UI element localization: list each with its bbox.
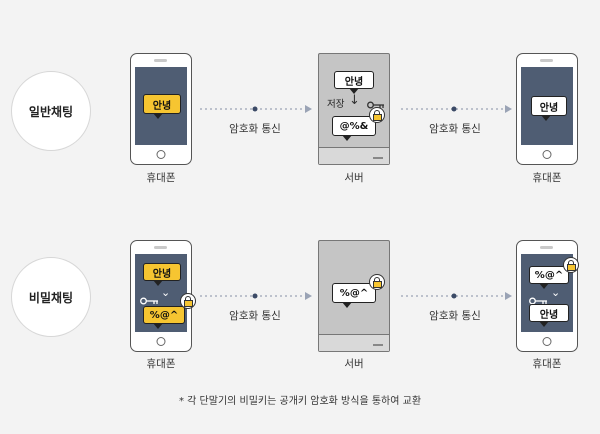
row2-arrow-left	[200, 292, 312, 300]
phone-speaker	[154, 59, 167, 62]
check-icon: ⌄	[551, 286, 561, 299]
receiver-label: 휴대폰	[532, 172, 562, 184]
down-arrow-icon: ↓	[349, 93, 360, 108]
cipher-bubble: @%&	[332, 116, 376, 141]
check-icon: ⌄	[161, 286, 171, 299]
row-title-text: 일반채팅	[28, 104, 74, 119]
row1-arrow-right	[401, 105, 512, 113]
sender-phone: 안녕	[130, 53, 192, 165]
plain-bubble: 안녕	[529, 304, 569, 327]
secret-chat-title: 비밀채팅	[11, 257, 91, 337]
row1-arrow-left	[200, 105, 312, 113]
server-led	[373, 157, 383, 159]
sender-label: 휴대폰	[146, 172, 176, 184]
link-label-2: 암호화 통신	[429, 123, 481, 135]
phone-speaker	[540, 246, 553, 249]
plain-bubble: 안녕	[143, 263, 181, 286]
home-button	[542, 150, 552, 159]
phone-screen: 안녕	[135, 67, 187, 145]
bubble-text: 안녕	[152, 100, 172, 112]
lock-icon	[369, 107, 385, 123]
plain-bubble: 안녕	[334, 71, 374, 94]
bubble-text: 안녕	[539, 309, 559, 321]
normal-chat-title: 일반채팅	[11, 71, 91, 151]
server-base	[319, 334, 389, 351]
receiver-phone: 안녕	[516, 53, 578, 165]
bubble-text: 안녕	[344, 76, 364, 88]
key-icon	[140, 290, 160, 305]
bubble-text: %@^	[149, 309, 179, 321]
receiver-label: 휴대폰	[532, 358, 562, 370]
bubble-text: @%&	[339, 120, 369, 132]
row2-arrow-right	[401, 292, 512, 300]
home-button	[156, 150, 166, 159]
server-box: %@^	[318, 240, 390, 352]
bubble-text: 안녕	[152, 268, 172, 280]
bubble-text: 안녕	[539, 102, 559, 114]
home-button	[542, 337, 552, 346]
phone-screen: 안녕	[521, 67, 573, 145]
lock-icon	[369, 274, 385, 290]
message-bubble: 안녕	[143, 94, 181, 119]
server-label: 서버	[344, 172, 364, 184]
bubble-text: %@^	[534, 269, 564, 281]
bubble-text: %@^	[339, 287, 369, 299]
key-icon	[367, 94, 385, 109]
sender-label: 휴대폰	[146, 358, 176, 370]
message-bubble: 안녕	[531, 96, 567, 121]
home-button	[156, 337, 166, 346]
lock-icon	[563, 257, 579, 273]
server-led	[373, 344, 383, 346]
server-box: 안녕 저장 ↓ @%&	[318, 53, 390, 165]
store-label: 저장	[327, 99, 345, 110]
link-label-2: 암호화 통신	[429, 310, 481, 322]
cipher-bubble: %@^	[332, 283, 376, 308]
phone-screen: 안녕 ⌄ %@^	[135, 254, 187, 332]
lock-icon	[180, 293, 196, 309]
server-base	[319, 147, 389, 164]
row-title-text: 비밀채팅	[28, 290, 74, 305]
link-label-1: 암호화 통신	[229, 123, 281, 135]
cipher-bubble: %@^	[529, 266, 569, 289]
phone-speaker	[540, 59, 553, 62]
footnote: * 각 단말기의 비밀키는 공개키 암호화 방식을 통하여 교환	[178, 396, 422, 407]
server-label: 서버	[344, 358, 364, 370]
sender-phone: 안녕 ⌄ %@^	[130, 240, 196, 352]
cipher-bubble: %@^	[143, 306, 185, 329]
link-label-1: 암호화 통신	[229, 310, 281, 322]
receiver-phone: %@^ ⌄ 안녕	[516, 240, 579, 352]
phone-speaker	[154, 246, 167, 249]
key-icon	[529, 290, 549, 305]
